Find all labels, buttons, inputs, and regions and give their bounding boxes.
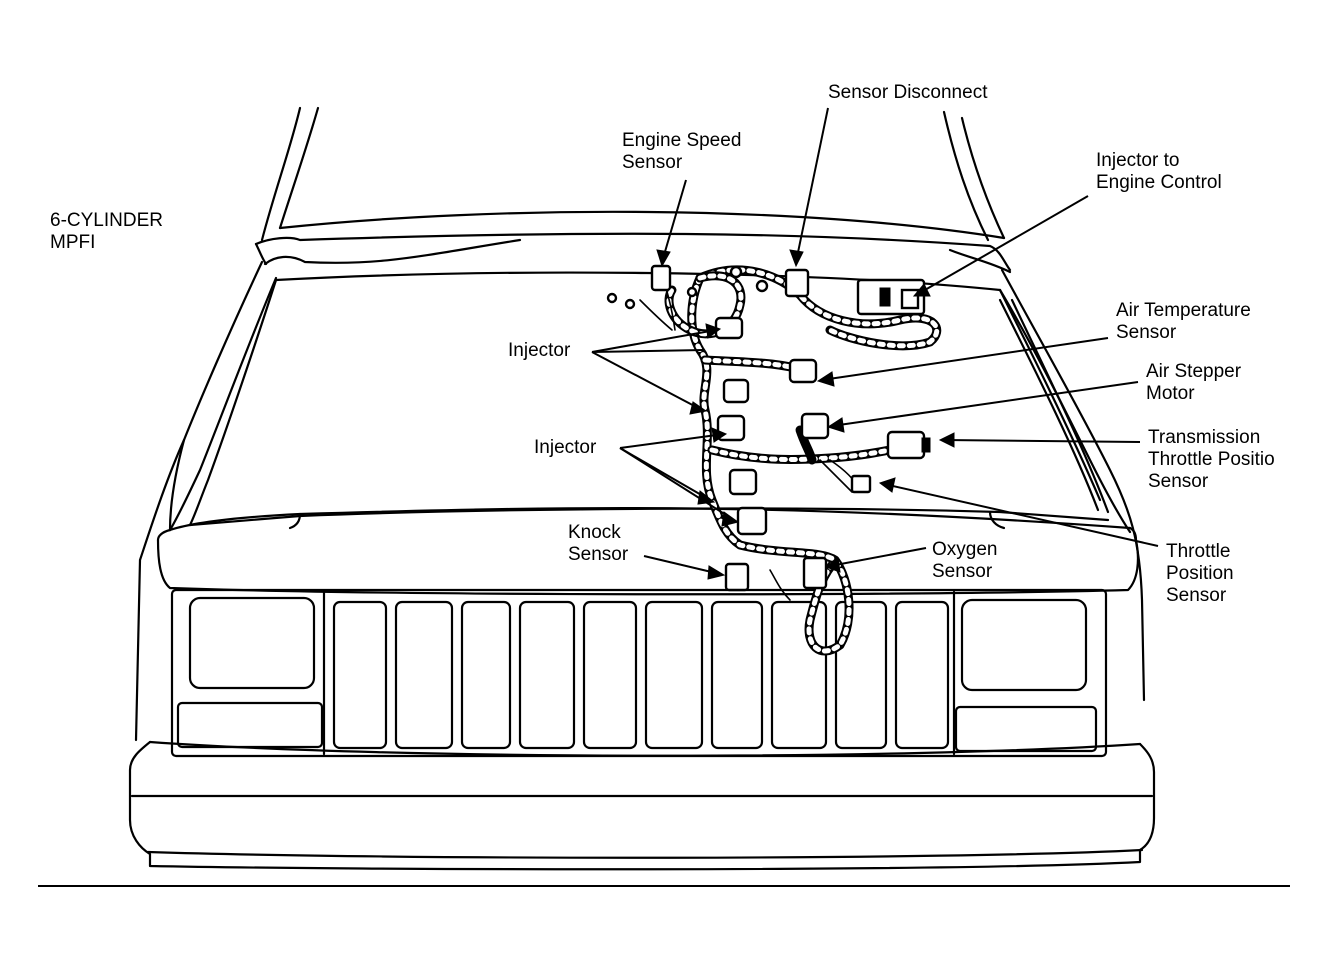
- arrowheads: [656, 249, 955, 580]
- label-oxygen-sensor: Oxygen Sensor: [932, 539, 998, 582]
- engine-type-line1: 6-CYLINDER: [50, 210, 163, 231]
- cowl: [254, 232, 1012, 274]
- front-bumper: [128, 740, 1156, 871]
- label-injector-upper: Injector: [508, 340, 571, 361]
- label-throttle-position-sensor: Throttle Position Sensor: [1166, 541, 1234, 606]
- label-air-temperature-sensor: Air Temperature Sensor: [1116, 300, 1251, 343]
- label-sensor-disconnect: Sensor Disconnect: [828, 82, 988, 103]
- label-engine-speed-sensor: Engine Speed Sensor: [622, 130, 742, 173]
- wiring-harness: [639, 265, 942, 656]
- label-injector-lower: Injector: [534, 437, 597, 458]
- grille-header: [156, 507, 1139, 596]
- grille-slots: [332, 600, 950, 750]
- label-transmission-throttle-position-sensor: Transmission Throttle Positio Sensor: [1148, 427, 1275, 492]
- leader-lines: [591, 107, 1159, 575]
- headlamps: [176, 596, 1098, 753]
- windshield-frame: [260, 106, 1006, 242]
- label-knock-sensor: Knock Sensor: [568, 522, 629, 565]
- engine-type-line2: MPFI: [50, 232, 96, 253]
- hood: [188, 271, 1110, 527]
- grille-frame: [170, 588, 1108, 758]
- label-air-stepper-motor: Air Stepper Motor: [1146, 361, 1242, 404]
- label-injector-to-engine-control: Injector to Engine Control: [1096, 150, 1222, 193]
- harness-connectors: [606, 264, 931, 592]
- engine-type-label: 6-CYLINDER MPFI: [50, 210, 163, 254]
- body-sides: [134, 260, 1146, 742]
